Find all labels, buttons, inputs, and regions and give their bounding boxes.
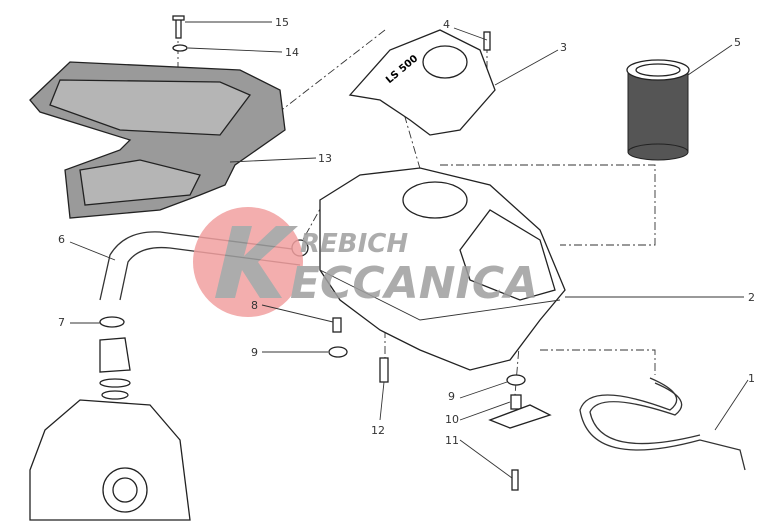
callout-3: 3: [560, 41, 567, 54]
callout-6: 6: [58, 233, 65, 246]
callout-9a: 9: [251, 346, 258, 359]
watermark-k-glyph: [215, 226, 298, 298]
part-1-drain-hose: [579, 377, 746, 471]
part-2-airbox: [319, 167, 566, 371]
watermark-logo: REBICH ECCANICA: [193, 207, 538, 317]
callout-1: 1: [748, 372, 755, 385]
part-3-duct: LS 500: [348, 29, 496, 136]
callout-5: 5: [734, 36, 741, 49]
callout-13: 13: [318, 152, 332, 165]
watermark-line2: ECCANICA: [290, 258, 538, 309]
part-7-clamp-and-breather: [99, 316, 131, 400]
callout-8: 8: [251, 299, 258, 312]
callout-7: 7: [58, 316, 65, 329]
engine-case: [29, 399, 191, 521]
small-hardware: [328, 317, 552, 491]
callout-15: 15: [275, 16, 289, 29]
part-4-screw: [483, 31, 491, 51]
callout-9b: 9: [448, 390, 455, 403]
callout-14: 14: [285, 46, 299, 59]
callout-2: 2: [748, 291, 755, 304]
part-15-screw: [172, 15, 185, 39]
leader-lines: [69, 21, 749, 479]
part-13-cover: [29, 61, 286, 219]
callout-labels: 15 14 4 3 5 13 6 2 7 8 9 9 10 12 11 1: [58, 16, 755, 447]
part-5-filter: [626, 59, 690, 161]
callout-12: 12: [371, 424, 385, 437]
callout-11: 11: [445, 434, 459, 447]
callout-10: 10: [445, 413, 459, 426]
callout-4: 4: [443, 18, 450, 31]
watermark-line1: REBICH: [300, 229, 408, 259]
part-14-washer: [172, 44, 188, 52]
